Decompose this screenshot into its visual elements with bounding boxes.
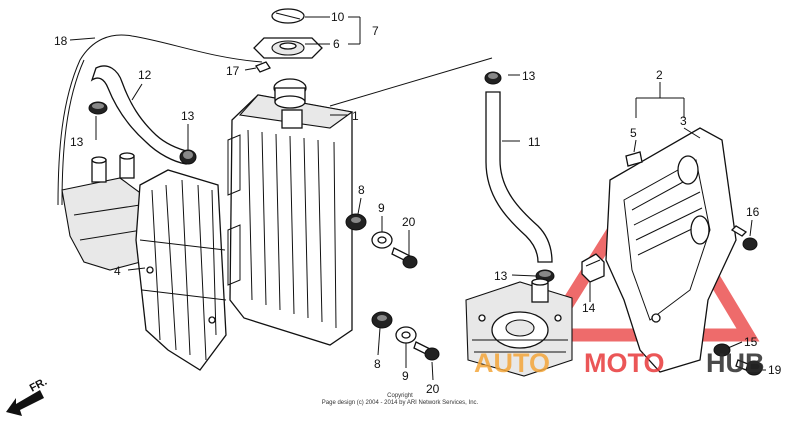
callout-11: 11 <box>528 135 541 149</box>
callout-13-center: 13 <box>181 109 195 123</box>
engine-fragment <box>61 152 151 271</box>
callout-9-upper: 9 <box>378 201 385 215</box>
callout-16: 16 <box>746 205 760 219</box>
callout-18: 18 <box>54 34 68 48</box>
front-direction-arrow: FR. <box>6 376 49 416</box>
watermark-moto: MOTO <box>584 348 665 378</box>
callout-3: 3 <box>680 114 687 128</box>
callout-4: 4 <box>114 264 121 278</box>
callout-7: 7 <box>372 24 379 38</box>
copyright-line-1: Copyright <box>387 393 413 399</box>
hose-clamp-right-top <box>484 71 502 85</box>
watermark-hub: HUB <box>706 348 765 378</box>
overflow-tube <box>57 34 263 206</box>
callout-13-right-bottom: 13 <box>494 269 508 283</box>
callout-8-upper: 8 <box>358 183 365 197</box>
hose-clamp-left <box>88 101 108 115</box>
watermark-auto: AUTO <box>474 348 550 378</box>
callout-17: 17 <box>226 64 240 78</box>
watermark-logo: AUTO MOTO HUB <box>474 348 765 378</box>
radiator-cap <box>253 37 323 59</box>
callout-9-lower: 9 <box>402 369 409 383</box>
callout-8-lower: 8 <box>374 357 381 371</box>
lower-hose <box>485 91 553 263</box>
cylinder-head <box>465 278 573 377</box>
cap-seal <box>271 8 305 24</box>
collar-lower <box>395 326 417 344</box>
radiator-guard <box>605 127 737 373</box>
callout-19: 19 <box>768 363 782 377</box>
callout-12: 12 <box>138 68 152 82</box>
callout-13-left: 13 <box>70 135 84 149</box>
grommet-lower <box>371 311 393 329</box>
callout-10: 10 <box>331 10 345 24</box>
pad-5 <box>625 151 643 167</box>
collar-upper <box>371 231 393 249</box>
callout-20-upper: 20 <box>402 215 416 229</box>
callout-2: 2 <box>656 68 663 82</box>
callout-15: 15 <box>744 335 758 349</box>
callout-5: 5 <box>630 126 637 140</box>
callout-labels: 10 6 7 17 18 12 13 13 4 1 8 9 20 8 9 20 … <box>54 10 782 396</box>
callout-1: 1 <box>352 109 359 123</box>
callout-14: 14 <box>582 301 596 315</box>
collar-15 <box>713 343 731 357</box>
radiator-core <box>227 78 354 346</box>
bolt-lower <box>413 341 440 361</box>
copyright-line-2: Page design (c) 2004 - 2014 by ARI Netwo… <box>322 400 479 406</box>
bolt-upper <box>391 247 418 269</box>
arrow-icon <box>6 390 44 416</box>
direction-label: FR. <box>28 376 49 395</box>
callout-6: 6 <box>333 37 340 51</box>
hose-clamp-center <box>179 149 197 165</box>
callout-13-right-top: 13 <box>522 69 536 83</box>
grommet-upper <box>345 213 367 231</box>
callout-20-lower: 20 <box>426 382 440 396</box>
clamp-14 <box>581 253 605 283</box>
leader-lines <box>69 16 766 381</box>
clip-17 <box>255 61 271 73</box>
bolt-16 <box>730 225 758 251</box>
radiator-shroud <box>135 169 227 371</box>
bolt-19 <box>735 359 763 376</box>
